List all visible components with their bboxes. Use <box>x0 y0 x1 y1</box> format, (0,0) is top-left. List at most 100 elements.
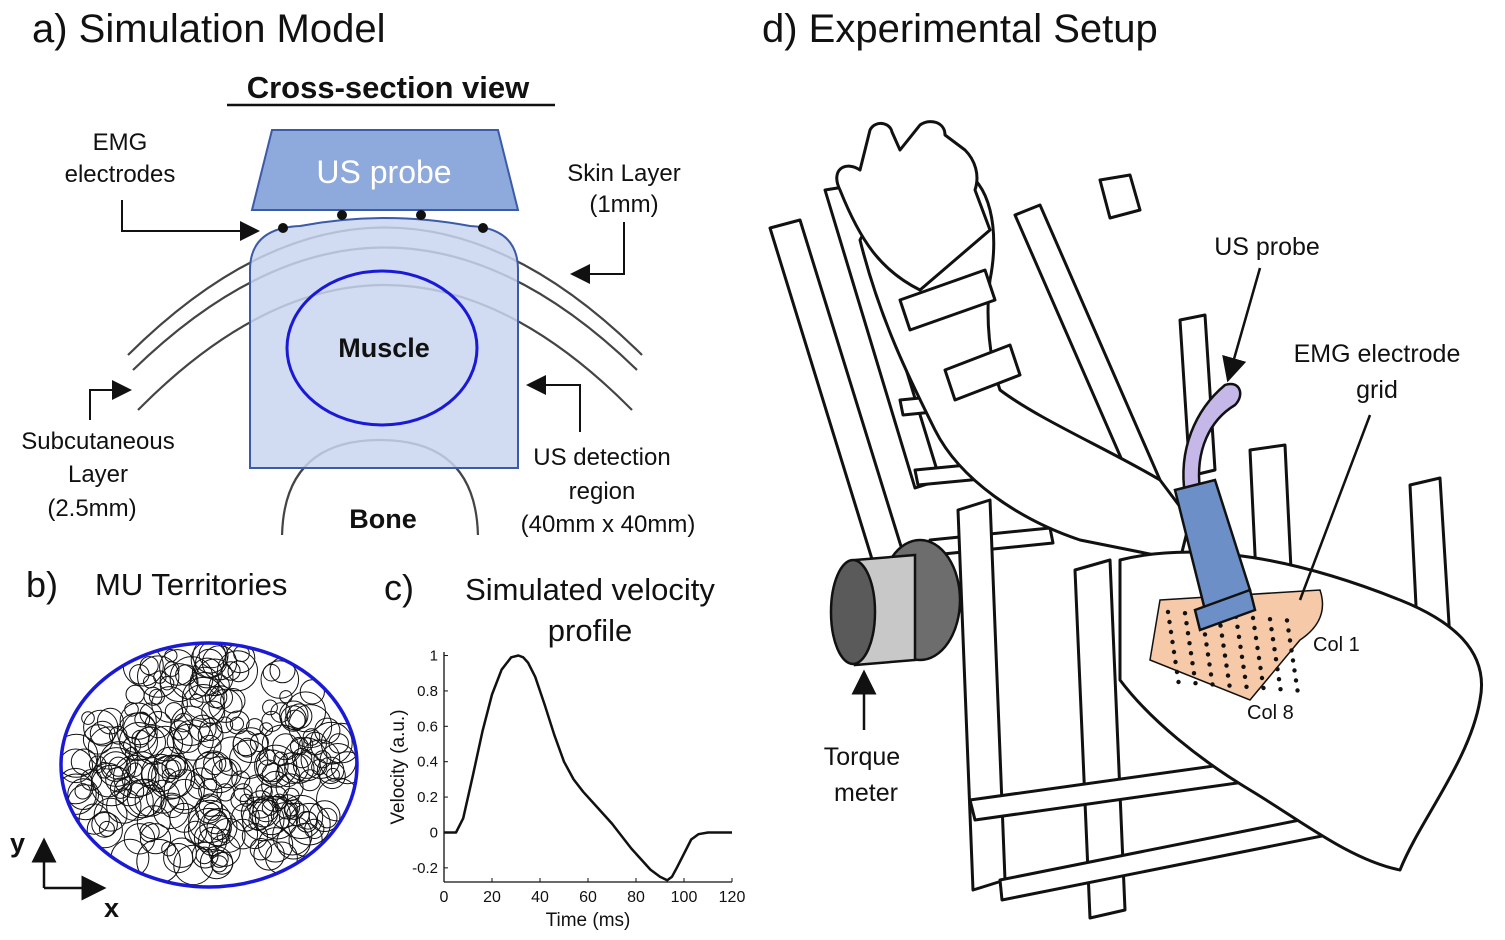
mu-territory-circle <box>131 729 150 748</box>
mu-territory-circle <box>237 737 257 758</box>
mu-territory-circle <box>233 783 253 802</box>
mu-territory-circle <box>143 686 163 706</box>
emg-grid-dot <box>1190 661 1195 666</box>
mu-territory-circle <box>113 754 157 799</box>
x-tick-label: 80 <box>627 889 645 906</box>
emg-grid-dot <box>1270 637 1276 642</box>
emg-grid-dot <box>1276 677 1282 682</box>
electrode-dot <box>337 210 347 220</box>
panel-c-heading: c) <box>384 567 414 608</box>
setup-emg-grid-pointer <box>1298 414 1372 601</box>
muscle-boundary-ellipse <box>59 641 359 889</box>
mu-territory-circles <box>61 643 357 886</box>
mu-territory-circle <box>260 660 300 699</box>
emg-grid-dot <box>1278 687 1283 692</box>
mu-territory-circle <box>105 767 131 793</box>
panel-d: d) Experimental Setup <box>762 7 1483 920</box>
emg-grid-dot <box>1272 647 1277 652</box>
mu-territory-circle <box>61 773 97 815</box>
mu-territory-circle <box>137 655 180 698</box>
mu-territory-circle <box>201 645 238 681</box>
emg-grid-dot <box>1174 669 1180 675</box>
mu-territory-circle <box>151 754 196 799</box>
bone-label: Bone <box>349 504 417 534</box>
mu-territory-circle <box>220 688 246 714</box>
emg-arrow <box>121 200 260 241</box>
mu-territory-circle <box>139 823 172 855</box>
mu-territory-circle <box>99 741 139 780</box>
mu-territory-circle <box>229 716 244 731</box>
cross-section-subheading: Cross-section view <box>247 70 530 105</box>
subcut-arrow <box>89 380 132 420</box>
mu-territory-circle <box>164 759 182 777</box>
mu-territory-circle <box>195 658 234 697</box>
emg-grid-dot <box>1275 667 1280 672</box>
emg-grid-dot <box>1252 625 1257 631</box>
mu-territory-circle <box>248 810 270 831</box>
mu-territory-circle <box>209 674 230 696</box>
y-tick-label: 0.4 <box>417 754 438 771</box>
mu-territory-circle <box>283 799 305 820</box>
torque-meter-face <box>829 558 877 666</box>
us-region-label-line2: region <box>569 478 636 505</box>
emg-label-line2: electrodes <box>65 161 176 188</box>
mu-territory-circle <box>261 762 284 785</box>
mu-territory-circle <box>210 817 246 853</box>
col8-label: Col 8 <box>1247 702 1294 724</box>
mu-territory-circle <box>159 676 175 691</box>
y-axis-label: Velocity (a.u.) <box>388 709 409 824</box>
mu-territory-circle <box>283 787 300 805</box>
mu-territory-circle <box>181 684 225 728</box>
wrist-strap <box>898 268 997 332</box>
panel-a: a) Simulation Model Cross-section view M… <box>21 7 695 538</box>
velocity-series-line <box>444 654 732 882</box>
mu-territory-circle <box>216 716 234 734</box>
emg-grid-dot <box>1267 617 1273 622</box>
electrode-dot <box>478 223 488 233</box>
mu-territory-circle <box>123 712 157 746</box>
skin-label-line1: Skin Layer <box>567 160 680 187</box>
mu-territory-circle <box>139 702 163 726</box>
mu-territory-circle <box>217 650 258 692</box>
mu-territory-circle <box>164 649 178 663</box>
mu-territory-circle <box>208 834 241 867</box>
emg-grid-dot <box>1168 629 1174 635</box>
forearm-strap <box>943 343 1022 402</box>
x-tick-label: 40 <box>531 889 549 906</box>
mu-territory-circle <box>246 790 275 819</box>
mu-territory-circle <box>167 778 203 814</box>
y-tick-label: 1 <box>430 648 438 665</box>
mu-territory-circle <box>109 777 132 799</box>
mu-territory-circle <box>160 794 185 819</box>
torque-label-line1: Torque <box>824 743 900 771</box>
mu-territory-circle <box>192 750 233 791</box>
mu-territory-circle <box>144 711 172 739</box>
mu-territory-circle <box>91 811 118 838</box>
mu-territory-circle <box>319 762 346 790</box>
mu-territory-circle <box>326 767 340 782</box>
emg-grid-dot <box>1236 634 1242 639</box>
emg-grid-dot <box>1225 673 1231 678</box>
mu-territory-circle <box>231 803 260 832</box>
emg-grid-dot <box>1187 641 1192 646</box>
setup-us-probe-label: US probe <box>1214 233 1320 261</box>
mu-territory-circle <box>86 812 123 849</box>
mu-territory-circle <box>249 733 269 752</box>
mu-territory-circle <box>231 770 251 790</box>
emg-grid-dot <box>1207 662 1212 667</box>
muscle-ellipse <box>285 269 479 427</box>
mu-territory-circle <box>290 736 309 756</box>
setup-us-probe-arrow <box>1222 267 1262 383</box>
mu-territory-circle <box>108 756 129 777</box>
emg-grid-dot <box>1290 658 1296 663</box>
mu-territory-circle <box>134 711 151 728</box>
mu-territory-circle <box>288 704 333 749</box>
mu-territory-circle <box>288 822 323 857</box>
emg-grid-dot <box>1219 633 1225 638</box>
mu-territory-circle <box>240 796 275 831</box>
mu-territory-circle <box>163 843 194 874</box>
mu-territory-circle <box>187 807 231 851</box>
skin-label-line2: (1mm) <box>589 191 658 218</box>
emg-grid-dot <box>1244 684 1249 689</box>
